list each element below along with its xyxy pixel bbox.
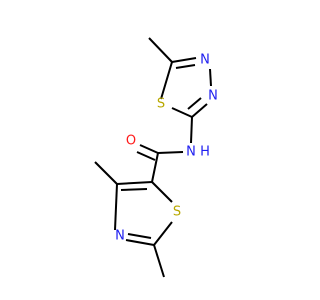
bond-c5-c4 (116, 181, 153, 185)
bond-nh-carbonyl (157, 151, 184, 154)
molecule-structure: S N N N H O S N (94, 37, 218, 278)
bond-s1-c1 (160, 61, 173, 100)
atom-nitrogen-top-a: N (200, 53, 210, 68)
atom-sulfur-bottom: S (173, 205, 181, 220)
atom-sulfur-top: S (157, 97, 165, 112)
bond-c4-methyl (94, 161, 118, 185)
atom-amide-hydrogen: H (200, 145, 210, 160)
bond-c2-s1 (171, 107, 193, 118)
bond-carbonyl-o-double (136, 151, 156, 161)
atom-nitrogen-bottom: N (115, 229, 125, 244)
bond-c1-n1-double (175, 64, 196, 69)
bond-c2b-n3-double (127, 233, 152, 239)
bond-c2b-n3 (125, 239, 155, 246)
bond-c2-nh (190, 116, 193, 144)
bond-c5-s2 (151, 181, 173, 203)
bond-s2-c2b (153, 221, 173, 246)
bond-carbonyl-o (139, 144, 159, 154)
bond-n1-n2 (209, 68, 212, 87)
atom-amide-nitrogen: N (186, 145, 196, 160)
atom-oxygen: O (126, 134, 136, 149)
bond-n3-c4 (114, 183, 118, 231)
bond-carbonyl-ring (151, 152, 159, 183)
bond-n2-c2-double (187, 97, 202, 110)
bond-n2-c2 (191, 103, 208, 118)
atom-nitrogen-top-b: N (208, 89, 218, 104)
bond-c2b-methyl (153, 244, 165, 278)
bond-c1-n1 (171, 57, 197, 63)
molecule-diagram: S N N N H O S N (94, 37, 218, 278)
bond-c5-c4-double (120, 188, 148, 191)
bond-methyl-c1 (148, 37, 173, 63)
